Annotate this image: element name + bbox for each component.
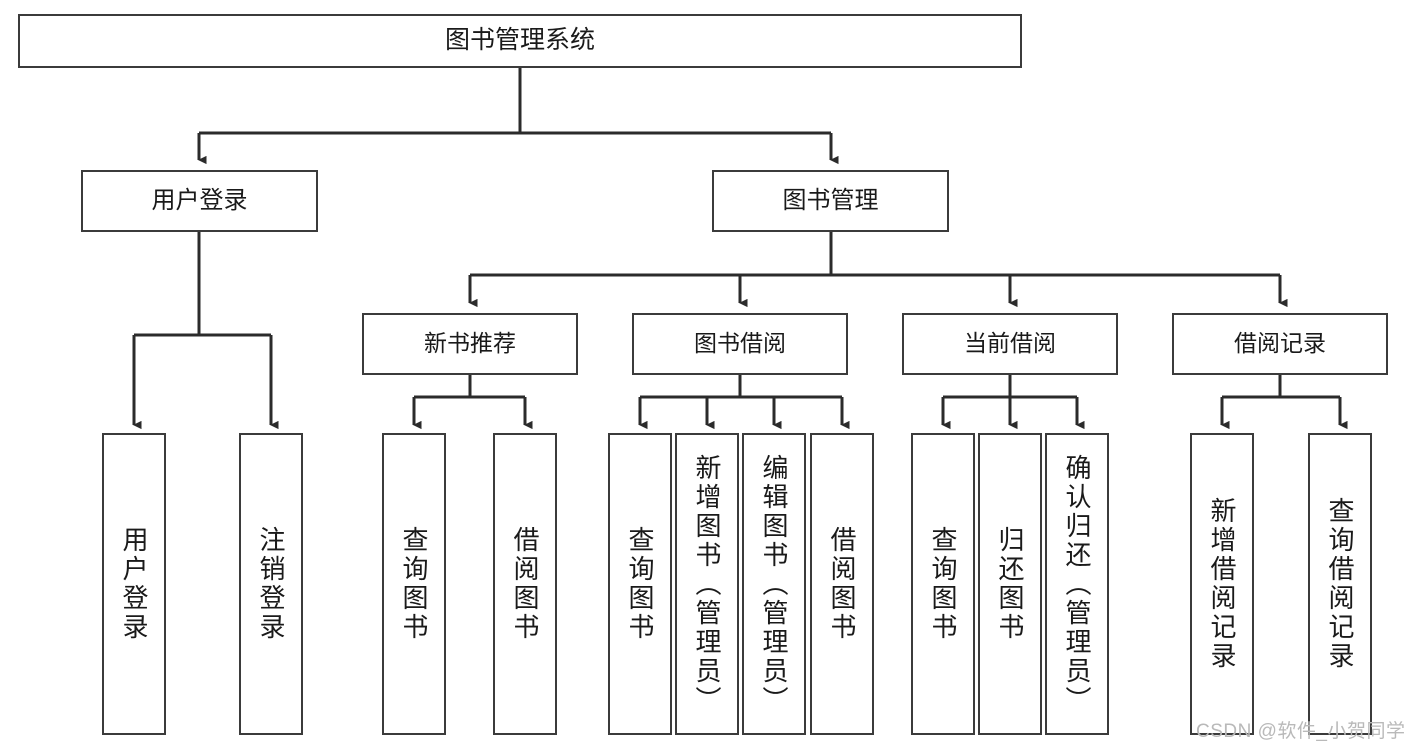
leaf-user-login-logout[interactable]: 注销登录 [239,433,303,735]
node-label: 编辑图书（管理员） [759,453,789,715]
node-label: 查询借阅记录 [1325,497,1355,671]
leaf-user-login-login[interactable]: 用户登录 [102,433,166,735]
node-label: 确认归还（管理员） [1062,453,1092,715]
node-label: 查询图书 [928,526,958,642]
node-new-book-recommend[interactable]: 新书推荐 [362,313,578,375]
leaf-borrow-edit-book[interactable]: 编辑图书（管理员） [742,433,806,735]
node-label: 查询图书 [399,526,429,642]
leaf-recommend-borrow-book[interactable]: 借阅图书 [493,433,557,735]
node-label: 查询图书 [625,526,655,642]
csdn-watermark: CSDN @软件_小贺同学 [1196,721,1405,742]
node-borrow-records[interactable]: 借阅记录 [1172,313,1388,375]
node-label: 当前借阅 [964,330,1056,357]
node-label: 借阅图书 [827,526,857,642]
leaf-borrow-add-book[interactable]: 新增图书（管理员） [675,433,739,735]
leaf-records-add-record[interactable]: 新增借阅记录 [1190,433,1254,735]
node-user-login[interactable]: 用户登录 [81,170,318,232]
node-current-borrow[interactable]: 当前借阅 [902,313,1118,375]
node-label: 注销登录 [256,526,286,642]
leaf-recommend-query-book[interactable]: 查询图书 [382,433,446,735]
node-label: 用户登录 [151,186,248,214]
node-label: 借阅图书 [510,526,540,642]
node-label: 图书管理系统 [444,26,595,55]
leaf-current-return-book[interactable]: 归还图书 [978,433,1042,735]
node-label: 用户登录 [119,526,149,642]
node-label: 图书管理 [782,186,879,214]
leaf-borrow-borrow-book[interactable]: 借阅图书 [810,433,874,735]
leaf-current-query-book[interactable]: 查询图书 [911,433,975,735]
leaf-records-query-record[interactable]: 查询借阅记录 [1308,433,1372,735]
node-label: 借阅记录 [1234,330,1326,357]
node-label: 新增图书（管理员） [692,453,722,715]
leaf-borrow-query-book[interactable]: 查询图书 [608,433,672,735]
node-label: 新书推荐 [424,330,516,357]
node-label: 归还图书 [995,526,1025,642]
node-book-management[interactable]: 图书管理 [712,170,949,232]
node-book-borrow[interactable]: 图书借阅 [632,313,848,375]
leaf-current-confirm-return[interactable]: 确认归还（管理员） [1045,433,1109,735]
node-label: 图书借阅 [694,330,786,357]
node-root-system[interactable]: 图书管理系统 [18,14,1022,68]
node-label: 新增借阅记录 [1207,497,1237,671]
